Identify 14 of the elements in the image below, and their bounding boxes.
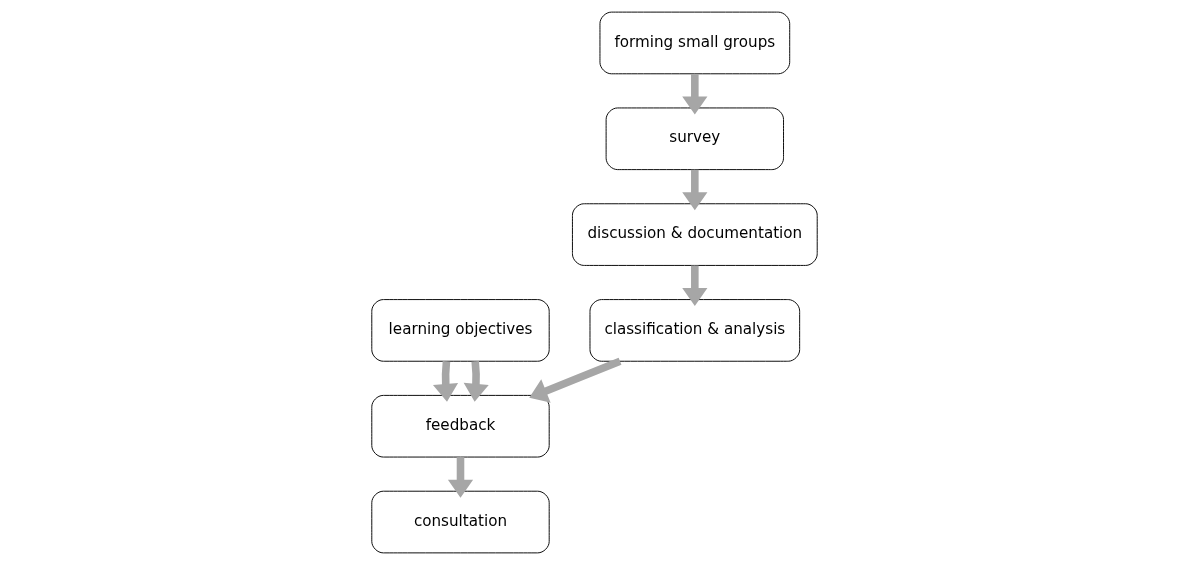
arrow	[463, 360, 489, 402]
arrow	[681, 169, 707, 211]
arrow	[681, 265, 707, 307]
node-box: learning objectives	[370, 299, 550, 362]
arrow	[528, 357, 621, 403]
node-box: feedback	[370, 394, 550, 458]
node-box: forming small groups	[598, 11, 790, 75]
node-box: consultation	[370, 490, 550, 554]
arrow	[447, 457, 473, 498]
node-box: discussion & documentation	[571, 203, 818, 266]
node-box: classification & analysis	[589, 299, 800, 362]
arrow	[681, 73, 707, 115]
node-box: survey	[605, 107, 784, 171]
arrow	[432, 360, 458, 402]
